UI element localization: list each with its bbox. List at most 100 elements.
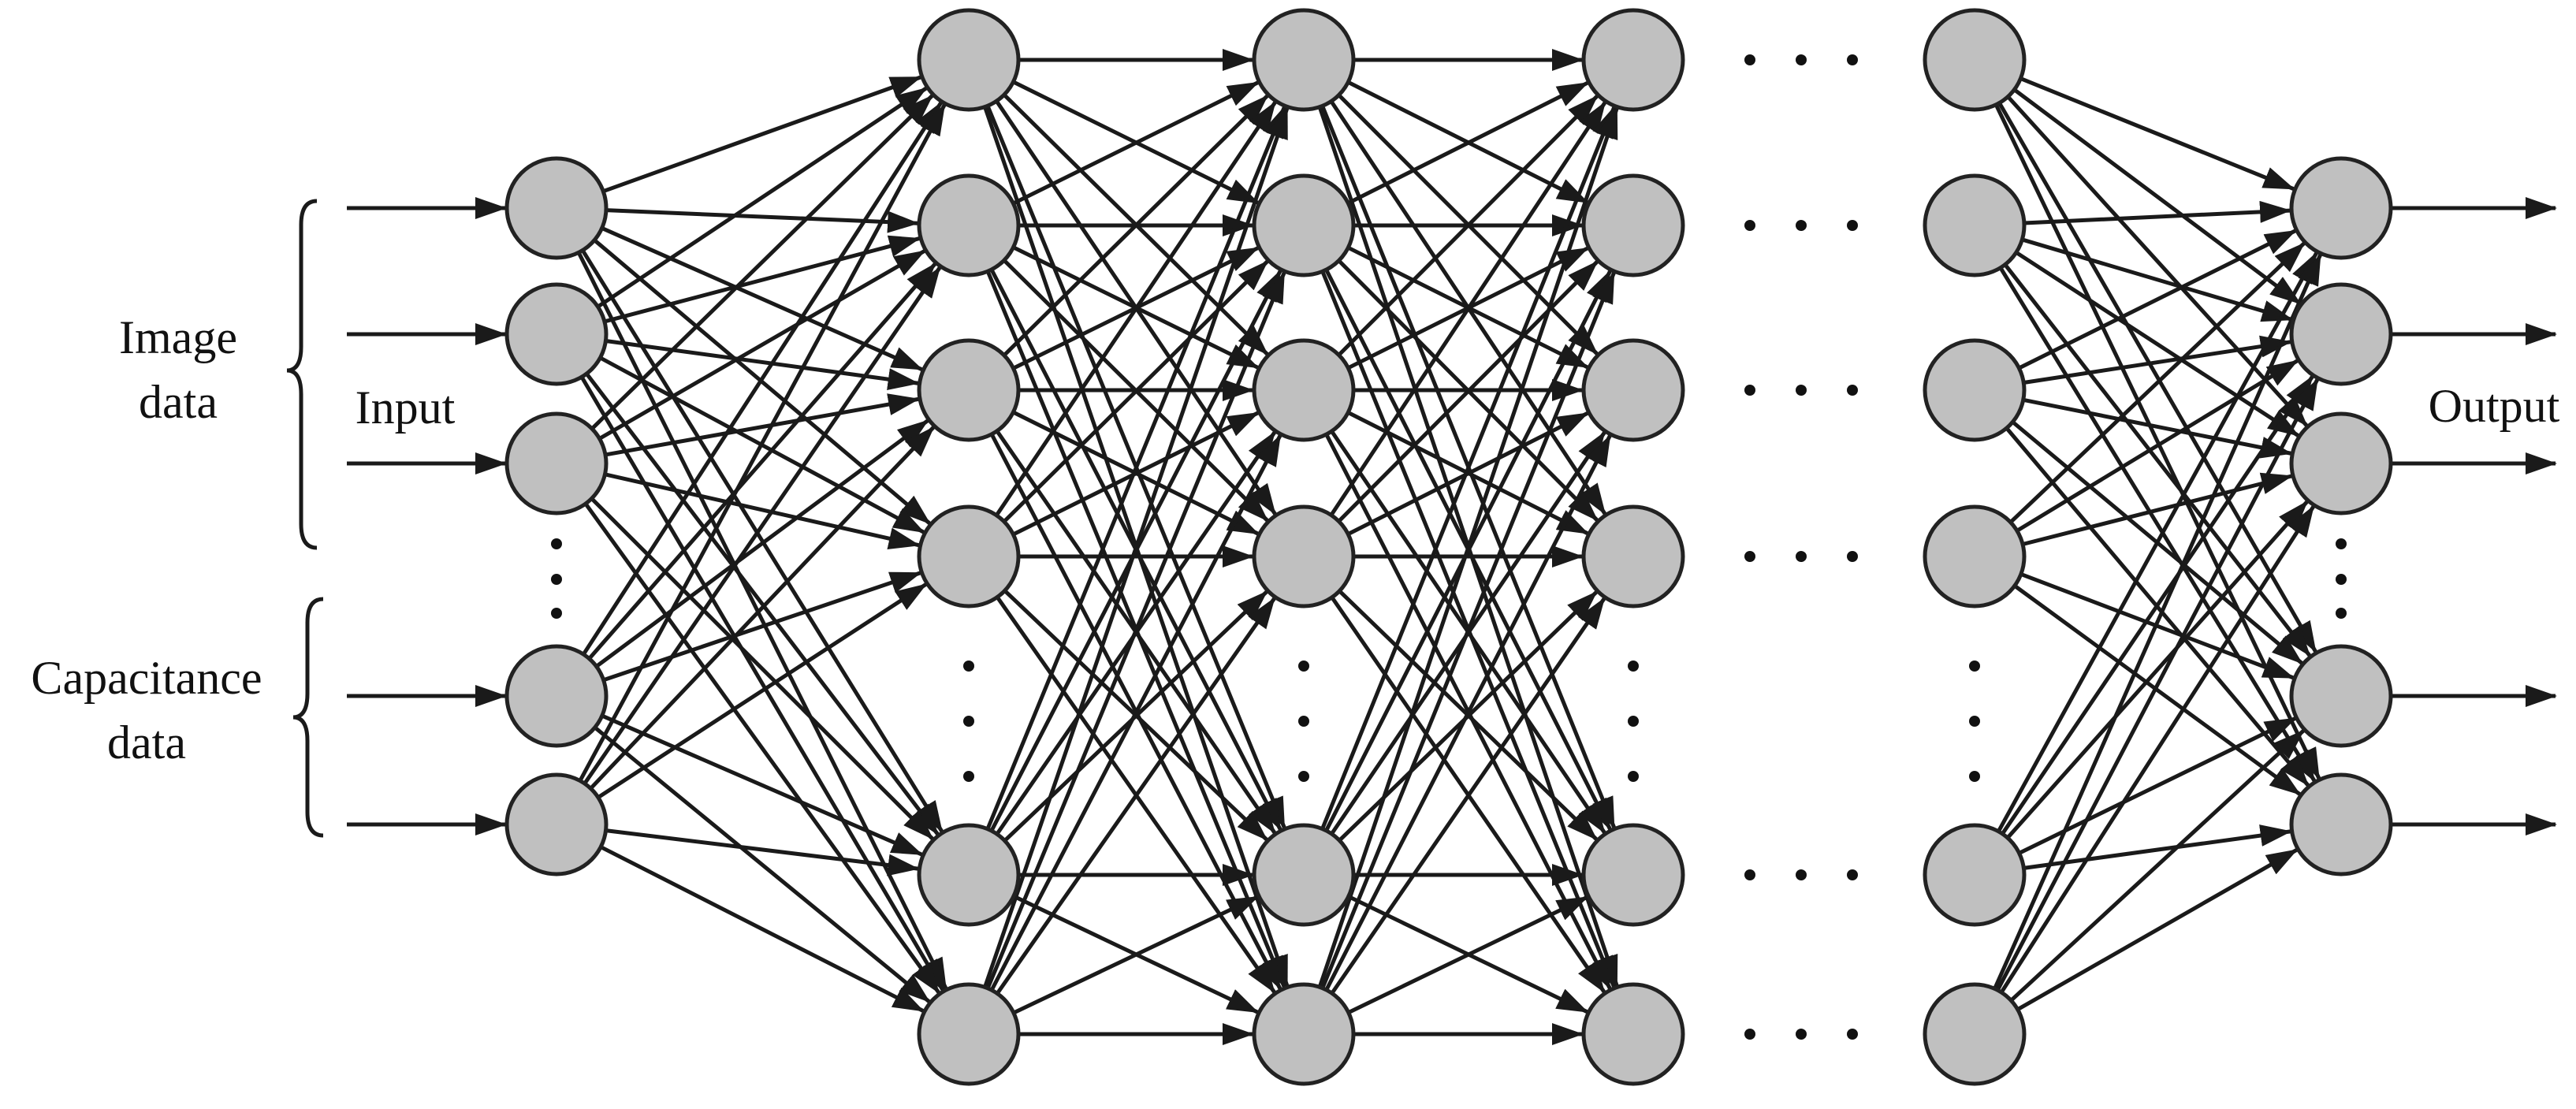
- layer-gap-dot-row3-3: [1847, 385, 1858, 396]
- edge-hidden-last-6-to-output-2: [1996, 378, 2320, 992]
- edge-hidden-last-5-to-output-1: [1997, 251, 2318, 832]
- output-node-1: [2289, 156, 2393, 260]
- hidden-2-node-2: [1252, 173, 1356, 277]
- edge-hidden-last-6-to-output-1: [1993, 253, 2322, 990]
- edge-input-4-to-hidden-1-2: [587, 262, 937, 661]
- edge-input-5-to-hidden-1-4: [597, 582, 928, 799]
- edge-hidden-last-4-to-output-3: [2022, 472, 2293, 546]
- io-arrows: [347, 197, 2557, 835]
- edge-hidden-last-5-to-output-5: [2023, 824, 2292, 870]
- edge-hidden-last-3-to-output-1: [2018, 229, 2297, 370]
- hidden-2-ellipsis-dot-2: [1298, 716, 1309, 727]
- layer-gap-dot-row1-3: [1847, 54, 1858, 65]
- layer-gap-dot-row2-3: [1847, 220, 1858, 231]
- hidden-2-node-6: [1252, 982, 1356, 1086]
- edge-hidden-last-2-to-output-3: [2015, 251, 2300, 437]
- image-data-label-line2: data: [139, 376, 218, 428]
- edge-hidden-last-4-to-output-5: [2013, 584, 2302, 796]
- image-data-brace: [286, 199, 318, 550]
- input-ellipsis-dot-3: [551, 608, 562, 619]
- edge-input-1-to-hidden-1-1: [602, 75, 922, 194]
- hidden-2-ellipsis-dot-3: [1298, 771, 1309, 782]
- edge-hidden-last-5-to-output-3: [2006, 500, 2309, 839]
- layer-gap-dot-row4-3: [1847, 551, 1858, 562]
- edge-hidden-1-6-to-hidden-2-3: [989, 434, 1282, 992]
- hidden-2-node-3: [1252, 338, 1356, 442]
- hidden-1-ellipsis-dot-2: [963, 716, 974, 727]
- hidden-1-node-5: [917, 823, 1021, 927]
- hidden-4-ellipsis-dot-2: [1969, 716, 1980, 727]
- edge-hidden-last-3-to-output-2: [2023, 335, 2292, 385]
- hidden-4-ellipsis-dot-3: [1969, 771, 1980, 782]
- layer-gap-dot-row6-2: [1796, 1029, 1807, 1040]
- edge-input-5-to-hidden-1-6: [600, 845, 925, 1013]
- hidden-2-ellipsis-dot-1: [1298, 661, 1309, 672]
- network-nodes: [504, 8, 2393, 1086]
- edge-hidden-last-5-to-output-2: [2001, 375, 2314, 835]
- edge-hidden-2-6-to-hidden-3-1: [1317, 106, 1619, 988]
- layer-gap-dot-row5-1: [1744, 869, 1755, 880]
- edge-hidden-2-6-to-hidden-3-2: [1320, 271, 1616, 989]
- input-node-5: [504, 772, 609, 876]
- edge-hidden-2-5-to-hidden-3-1: [1320, 106, 1616, 830]
- hidden-3-node-1: [1581, 8, 1685, 112]
- hidden-3-ellipsis-dot-1: [1628, 661, 1639, 672]
- layer-gap-dot-row3-2: [1796, 385, 1807, 396]
- edge-hidden-1-5-to-hidden-2-1: [985, 106, 1286, 830]
- output-node-5: [2289, 772, 2393, 876]
- hidden-1-ellipsis-dot-3: [963, 771, 974, 782]
- edge-hidden-last-2-to-output-4: [2003, 263, 2312, 657]
- edge-hidden-2-6-to-hidden-3-4: [1330, 597, 1606, 995]
- edge-hidden-last-5-to-output-4: [2018, 716, 2297, 855]
- hidden-2-node-1: [1252, 8, 1356, 112]
- edge-hidden-last-1-to-output-3: [2006, 95, 2309, 427]
- edge-hidden-last-4-to-output-1: [2008, 241, 2306, 524]
- edge-hidden-last-6-to-output-4: [2009, 729, 2305, 1003]
- edge-hidden-last-2-to-output-2: [2021, 237, 2294, 322]
- output-label: Output: [2429, 380, 2560, 432]
- capacitance-data-brace: [292, 597, 324, 838]
- hidden-1-node-6: [917, 982, 1021, 1086]
- edge-input-5-to-hidden-1-5: [605, 828, 920, 876]
- layer-gap-dot-row4-2: [1796, 551, 1807, 562]
- edge-input-1-to-hidden-1-3: [601, 226, 924, 372]
- edge-hidden-last-3-to-output-3: [2023, 397, 2293, 459]
- edge-hidden-1-6-to-hidden-2-1: [983, 106, 1290, 988]
- output-ellipsis-dot-1: [2336, 538, 2347, 549]
- layer-gap-dot-row1-2: [1796, 54, 1807, 65]
- layer-gap-dot-row5-2: [1796, 869, 1807, 880]
- output-node-3: [2289, 411, 2393, 515]
- hidden-last-node-1: [1923, 8, 2027, 112]
- ellipsis-dots: [551, 54, 2347, 1040]
- hidden-1-node-4: [917, 504, 1021, 608]
- hidden-3-node-6: [1581, 982, 1685, 1086]
- edge-hidden-2-6-to-hidden-3-5: [1347, 895, 1589, 1014]
- edge-input-4-to-hidden-1-5: [601, 713, 924, 857]
- edge-hidden-1-2-to-hidden-2-1: [1012, 80, 1260, 206]
- output-node-4: [2289, 644, 2393, 748]
- edge-hidden-last-1-to-output-1: [2019, 76, 2295, 191]
- connection-edges: [576, 49, 2322, 1045]
- edge-hidden-2-3-to-hidden-3-1: [1337, 95, 1599, 357]
- capacitance-data-label-line2: data: [107, 716, 186, 768]
- edge-input-3-to-hidden-1-2: [598, 249, 926, 441]
- output-node-2: [2289, 282, 2393, 386]
- hidden-1-ellipsis-dot-1: [963, 661, 974, 672]
- edge-input-3-to-hidden-1-4: [604, 472, 921, 549]
- layer-gap-dot-row2-2: [1796, 220, 1807, 231]
- hidden-3-node-5: [1581, 823, 1685, 927]
- layer-gap-dot-row6-1: [1744, 1029, 1755, 1040]
- input-ellipsis-dot-2: [551, 574, 562, 585]
- hidden-3-ellipsis-dot-3: [1628, 771, 1639, 782]
- edge-hidden-2-4-to-hidden-3-1: [1329, 101, 1607, 516]
- hidden-last-node-6: [1923, 982, 2027, 1086]
- capacitance-data-label-line1: Capacitance: [31, 652, 262, 704]
- hidden-1-node-3: [917, 338, 1021, 442]
- layer-gap-dot-row1-1: [1744, 54, 1755, 65]
- layer-gap-dot-row6-3: [1847, 1029, 1858, 1040]
- input-ellipsis-dot-1: [551, 538, 562, 549]
- hidden-last-node-4: [1923, 504, 2027, 608]
- hidden-3-node-2: [1581, 173, 1685, 277]
- edge-input-3-to-hidden-1-3: [605, 393, 920, 457]
